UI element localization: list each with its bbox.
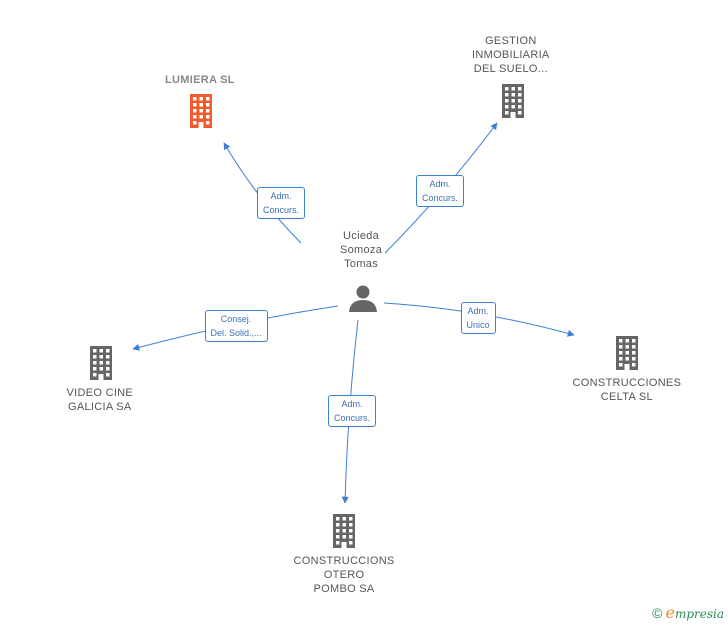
company-label-otero-line: POMBO SA — [313, 583, 375, 595]
building-icon[interactable] — [502, 84, 524, 118]
person-name-line: Somoza — [340, 244, 383, 256]
company-label-otero[interactable]: CONSTRUCCIONS OTERO POMBO SA — [294, 554, 395, 596]
building-icon[interactable] — [333, 514, 355, 548]
company-label-gestion-line: GESTION — [484, 35, 537, 47]
building-icon[interactable] — [190, 94, 212, 128]
edge-label-gestion[interactable]: Adm. Concurs. — [416, 175, 465, 207]
edge-label-celta[interactable]: Adm. Unico — [460, 302, 496, 334]
company-label-celta-line: CELTA SL — [600, 391, 653, 403]
building-icon[interactable] — [90, 346, 112, 380]
building-icon[interactable] — [616, 336, 638, 370]
company-label-video[interactable]: VIDEO CINE GALICIA SA — [67, 386, 134, 414]
company-label-video-line: GALICIA SA — [68, 401, 132, 413]
edge-label-line: Concurs. — [422, 193, 459, 203]
person-icon — [349, 285, 377, 312]
company-label-video-line: VIDEO CINE — [66, 387, 134, 399]
company-label-gestion[interactable]: GESTION INMOBILIARIA DEL SUELO... — [472, 34, 550, 76]
company-label-otero-line: OTERO — [323, 569, 365, 581]
empresia-logo: ©empresia — [652, 603, 724, 622]
edge-label-video[interactable]: Consej. Del. Solid.,... — [204, 310, 268, 342]
edge-label-line: Concurs. — [263, 205, 300, 215]
edge-label-line: Adm. — [270, 191, 292, 201]
company-label-lumiera[interactable]: LUMIERA SL — [165, 73, 235, 87]
edge-label-otero[interactable]: Adm. Concurs. — [328, 395, 377, 427]
edge-label-lumiera[interactable]: Adm. Concurs. — [257, 187, 306, 219]
company-label-otero-line: CONSTRUCCIONS — [293, 555, 395, 567]
edge-label-line: Adm. — [341, 399, 363, 409]
edge-label-line: Unico — [466, 320, 490, 330]
company-label-gestion-line: INMOBILIARIA — [472, 49, 550, 61]
company-label-gestion-line: DEL SUELO... — [473, 63, 548, 75]
company-label-lumiera-line: LUMIERA SL — [165, 74, 235, 86]
edge-label-line: Del. Solid.,... — [210, 328, 262, 338]
copyright-symbol: © — [652, 605, 663, 621]
edge-label-line: Concurs. — [334, 413, 371, 423]
edge-label-line: Adm. — [467, 306, 489, 316]
company-label-celta-line: CONSTRUCCIONES — [572, 377, 682, 389]
edge-label-line: Adm. — [429, 179, 451, 189]
person-name-line: Ucieda — [343, 230, 380, 242]
company-label-celta[interactable]: CONSTRUCCIONES CELTA SL — [573, 376, 682, 404]
person-name-line: Tomas — [344, 258, 379, 270]
brand-initial: e — [665, 603, 675, 622]
edge-label-line: Consej. — [220, 314, 252, 324]
brand-name: mpresia — [674, 607, 724, 621]
